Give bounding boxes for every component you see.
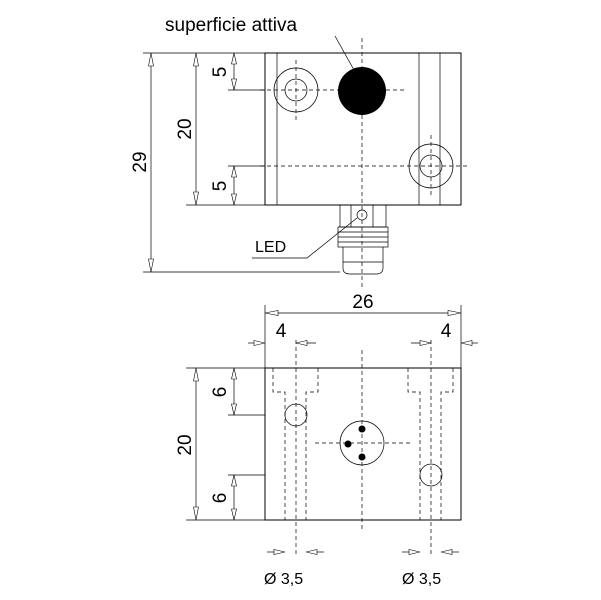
front-view: 26 4 4 20 6 6 Ø [175, 292, 478, 588]
hole-diameter-left: Ø 3,5 [264, 571, 303, 588]
active-surface-label: superficie attiva [165, 15, 297, 36]
dim-26: 26 [352, 292, 373, 313]
dim-29: 29 [130, 151, 151, 172]
connector [337, 204, 389, 275]
hole-right [419, 463, 443, 487]
dim-20-front-view: 20 [175, 434, 196, 455]
dim-5-top: 5 [210, 67, 231, 78]
hole-left [284, 403, 308, 427]
dim-4-right: 4 [441, 321, 452, 342]
sensor-body-front [264, 367, 462, 521]
dim-6-top: 6 [210, 387, 231, 398]
hole-diameter-right: Ø 3,5 [402, 571, 441, 588]
led-indicator [356, 209, 368, 221]
mounting-hole-top-left [273, 67, 319, 113]
dim-4-left: 4 [276, 321, 287, 342]
mounting-hole-bottom-right [408, 143, 454, 189]
led-label: LED [255, 239, 286, 256]
dim-20-top-view: 20 [175, 118, 196, 139]
led-leader [252, 217, 358, 259]
dim-5-bottom: 5 [210, 181, 231, 192]
active-surface [338, 67, 386, 115]
dim-6-bottom: 6 [210, 493, 231, 504]
connector-face [339, 420, 385, 466]
top-view: LED superficie attiva 29 20 5 5 [130, 15, 470, 290]
